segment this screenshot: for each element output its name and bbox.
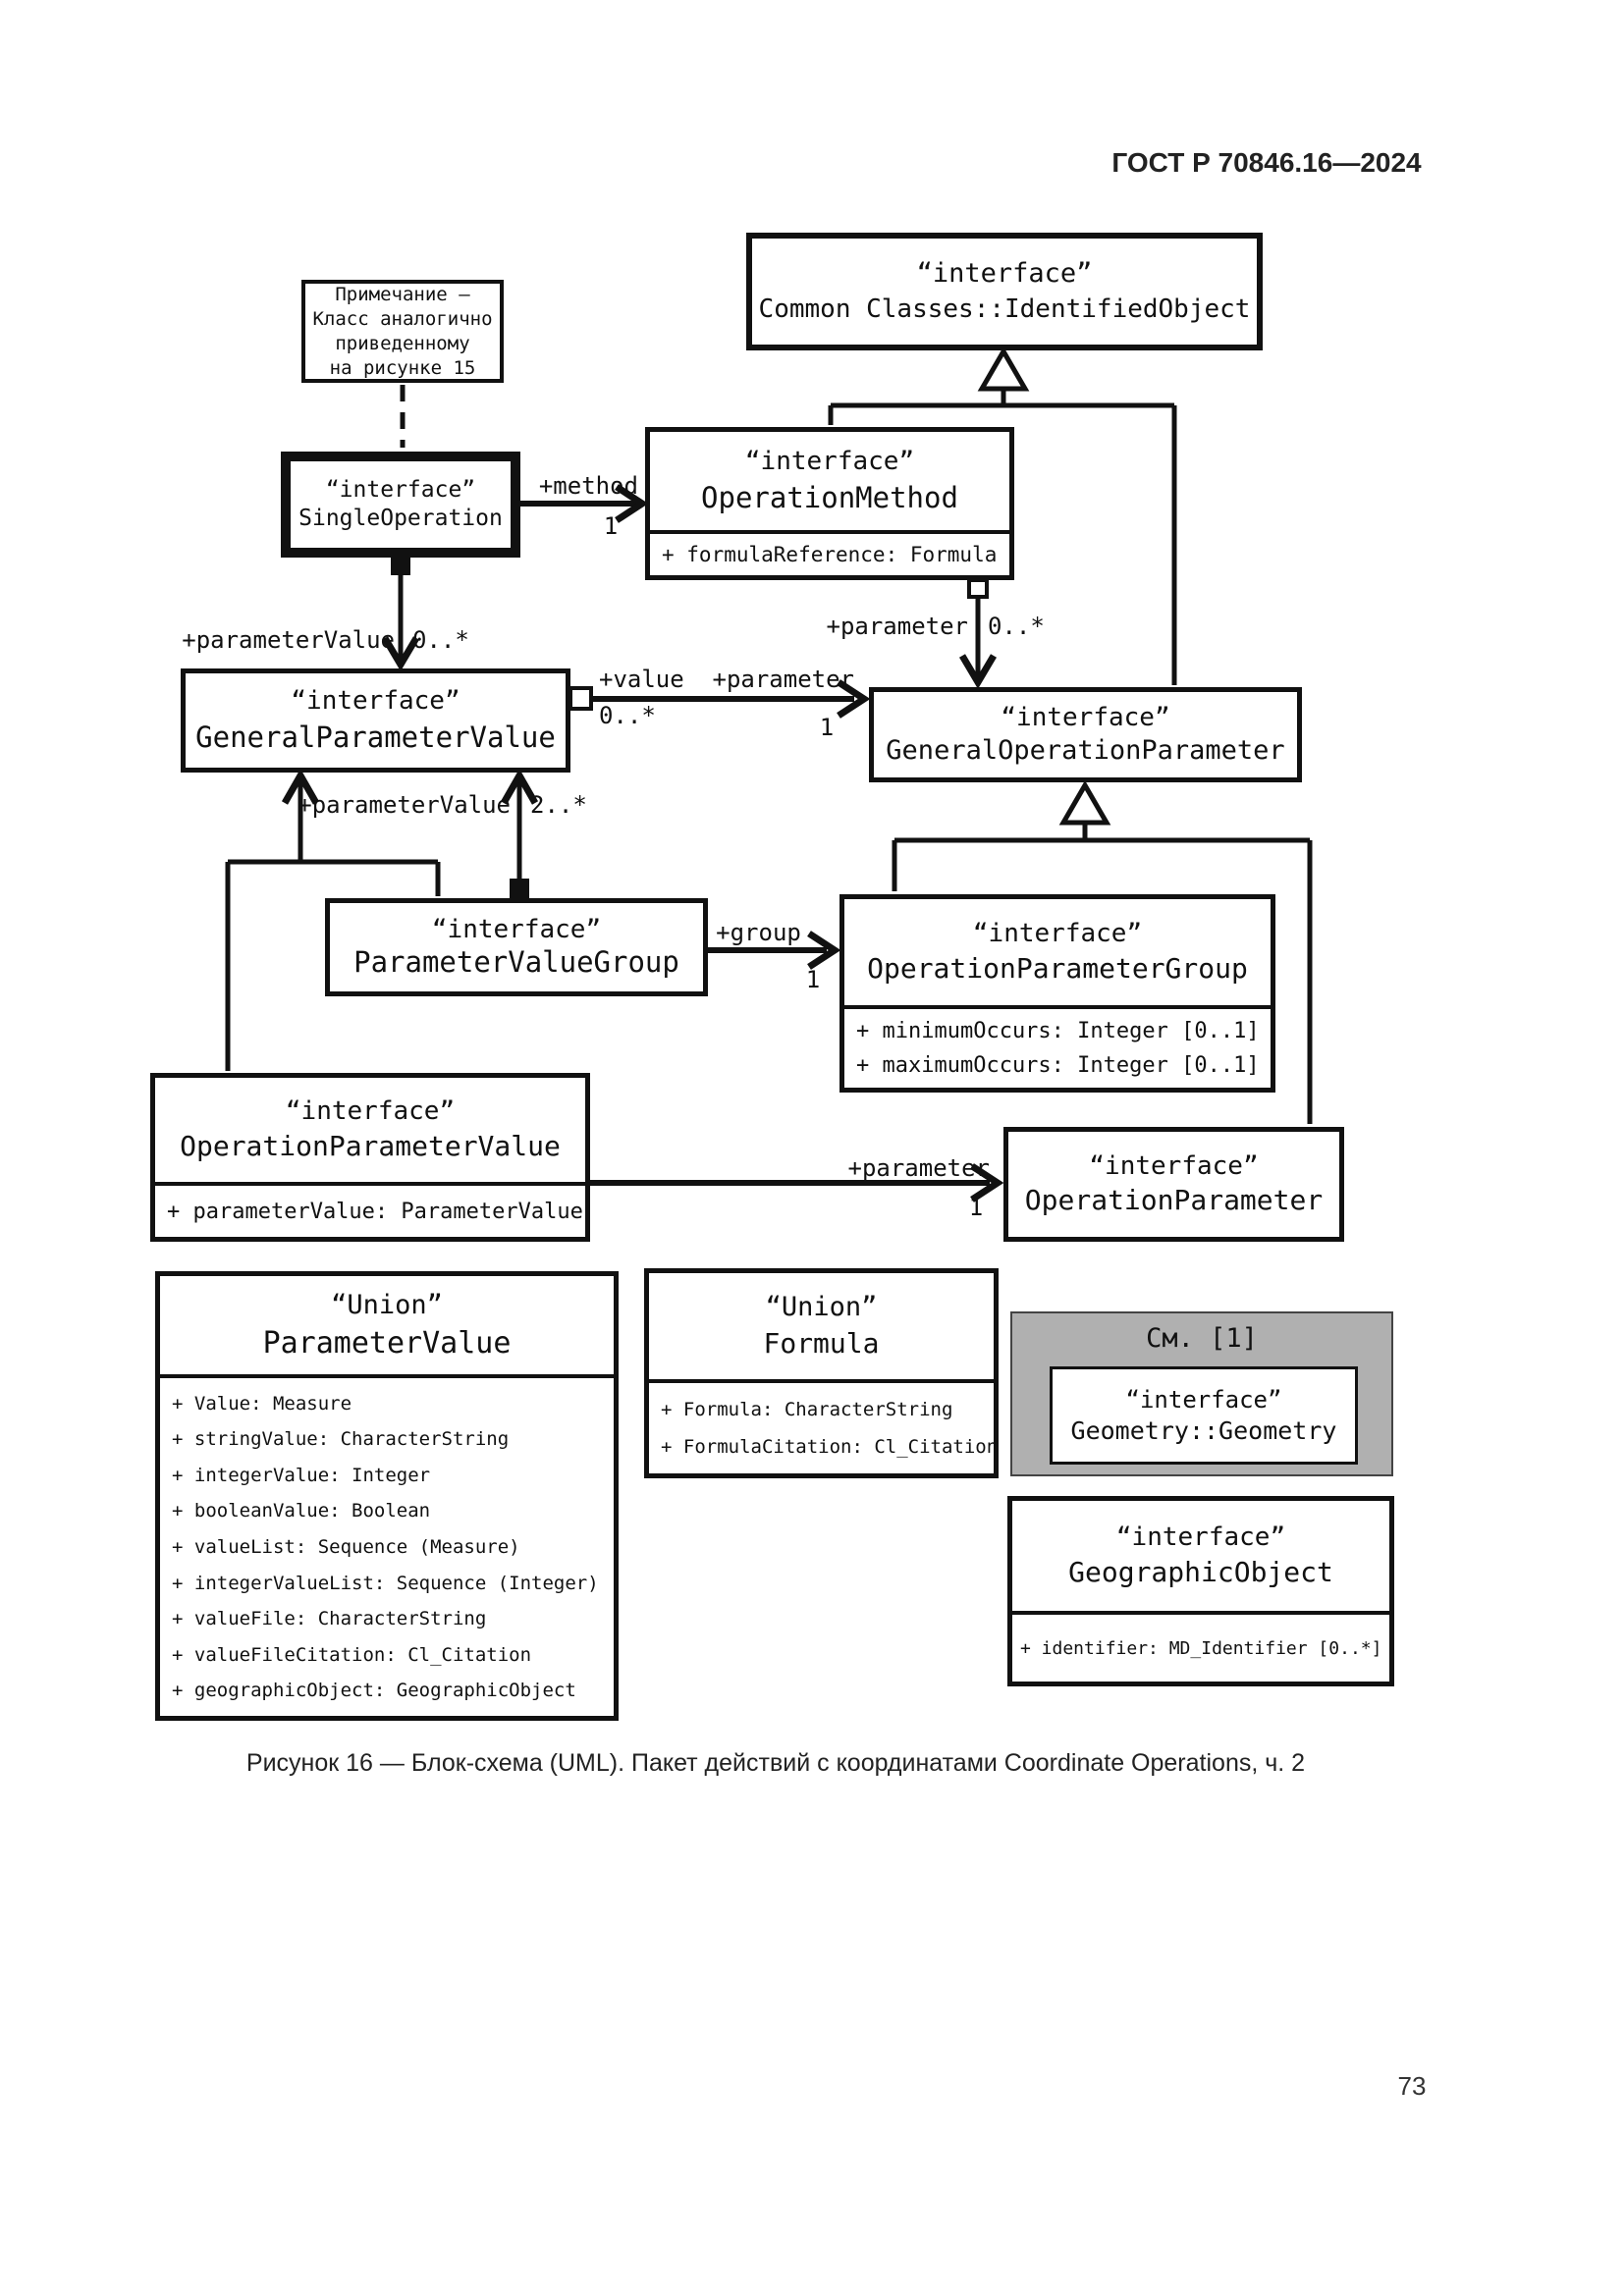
class-identified-object: “interface” Common Classes::IdentifiedOb… [746, 233, 1263, 350]
class-union-formula: “Union” Formula + Formula: CharacterStri… [644, 1268, 999, 1478]
class-geographic-object: “interface” GeographicObject + identifie… [1007, 1496, 1394, 1686]
attribute-row: + Value: Measure [172, 1392, 352, 1415]
assoc-value-parameter-line [568, 679, 871, 719]
class-name: GeneralOperationParameter [886, 734, 1285, 766]
class-name: GeneralParameterValue [195, 720, 556, 754]
assoc-role-label: +parameterValue [298, 791, 511, 819]
class-name: Geometry::Geometry [1070, 1415, 1337, 1445]
note-line: на рисунке 15 [329, 356, 476, 379]
assoc-multiplicity-label: 2..* [530, 791, 587, 819]
class-operation-method: “interface” OperationMethod + formulaRef… [645, 427, 1014, 580]
class-name: OperationParameter [1024, 1183, 1324, 1216]
stereotype: “interface” [916, 258, 1093, 290]
assoc-role-label: +value [599, 666, 684, 693]
attribute-compartment: + parameterValue: ParameterValue [155, 1182, 585, 1237]
stereotype: “interface” [972, 918, 1143, 948]
note-line: приведенному [335, 332, 470, 354]
generalization-identified-object-line [828, 347, 1177, 685]
assoc-role-label: +parameterValue [182, 626, 395, 654]
class-name: Common Classes::IdentifiedObject [758, 294, 1251, 325]
note-line: Класс аналогично [312, 307, 493, 330]
class-parameter-value-group: “interface” ParameterValueGroup [325, 898, 708, 996]
class-operation-parameter-group: “interface” OperationParameterGroup + mi… [839, 894, 1275, 1093]
class-name: OperationMethod [701, 480, 958, 514]
assoc-role-label: +method [538, 472, 638, 500]
assoc-role-label: +parameter [712, 666, 855, 693]
attribute-row: + maximumOccurs: Integer [0..1] [856, 1053, 1260, 1078]
assoc-role-label: +parameter [847, 1154, 991, 1182]
stereotype: “interface” [285, 1095, 456, 1126]
attribute-row: + geographicObject: GeographicObject [172, 1680, 576, 1702]
assoc-pvg-parameter-value-line [500, 768, 539, 898]
attribute-compartment: + formulaReference: Formula [650, 530, 1009, 575]
page-header: ГОСТ Р 70846.16—2024 [1111, 147, 1422, 178]
class-general-parameter-value: “interface” GeneralParameterValue [181, 668, 570, 773]
assoc-method-parameter-line [958, 578, 998, 689]
stereotype: “interface” [744, 447, 915, 477]
page-number: 73 [1397, 2071, 1427, 2101]
assoc-multiplicity-label: 1 [805, 966, 821, 993]
stereotype: “Union” [765, 1292, 878, 1323]
attribute-compartment: + identifier: MD_Identifier [0..*] [1012, 1611, 1389, 1682]
assoc-multiplicity-label: 0..* [988, 613, 1045, 640]
assoc-role-label: +group [716, 919, 801, 946]
geometry-reference-panel: См. [1] “interface” Geometry::Geometry [1010, 1311, 1393, 1476]
attribute-compartment: + minimumOccurs: Integer [0..1] + maximu… [844, 1005, 1271, 1088]
attribute-row: + integerValueList: Sequence (Integer) [172, 1572, 599, 1594]
attribute-compartment: + Value: Measure + stringValue: Characte… [160, 1374, 614, 1716]
assoc-multiplicity-label: 0..* [412, 626, 469, 654]
class-name: GeographicObject [1068, 1556, 1333, 1589]
assoc-single-operation-parameter-value-line [381, 556, 420, 671]
assoc-role-label: +parameter [826, 613, 969, 640]
see-reference-label: См. [1] [1146, 1323, 1258, 1354]
class-name: ParameterValue [262, 1325, 512, 1361]
assoc-multiplicity-label: 1 [819, 714, 835, 741]
attribute-row: + stringValue: CharacterString [172, 1428, 510, 1451]
assoc-multiplicity-label: 0..* [599, 702, 656, 729]
class-name: OperationParameterValue [180, 1130, 561, 1163]
assoc-method-line [520, 484, 649, 523]
stereotype: “interface” [1115, 1522, 1286, 1552]
stereotype: “interface” [1001, 703, 1170, 733]
attribute-row: + integerValue: Integer [172, 1464, 431, 1486]
generalization-general-operation-parameter-line [892, 780, 1313, 1124]
attribute-row: + formulaReference: Formula [662, 543, 998, 566]
class-operation-parameter: “interface” OperationParameter [1003, 1127, 1344, 1242]
class-name: ParameterValueGroup [353, 945, 679, 980]
attribute-row: + booleanValue: Boolean [172, 1500, 431, 1522]
stereotype: “interface” [1089, 1151, 1259, 1182]
attribute-row: + FormulaCitation: Cl_Citation [661, 1436, 999, 1458]
class-operation-parameter-value: “interface” OperationParameterValue + pa… [150, 1073, 590, 1242]
attribute-row: + valueFileCitation: Cl_Citation [172, 1643, 532, 1666]
generalization-general-parameter-value-line [225, 768, 441, 1071]
stereotype: “interface” [325, 476, 476, 503]
class-name: OperationParameterGroup [867, 952, 1248, 986]
stereotype: “interface” [291, 686, 460, 717]
attribute-row: + valueList: Sequence (Measure) [172, 1535, 520, 1558]
stereotype: “interface” [431, 914, 602, 944]
attribute-row: + valueFile: CharacterString [172, 1608, 487, 1630]
class-single-operation: “interface” SingleOperation [281, 452, 520, 558]
class-name: SingleOperation [298, 506, 503, 531]
figure-caption: Рисунок 16 — Блок-схема (UML). Пакет дей… [245, 1749, 1306, 1777]
note-line: Примечание — [335, 283, 470, 305]
class-geometry: “interface” Geometry::Geometry [1050, 1366, 1358, 1465]
assoc-multiplicity-label: 1 [968, 1194, 984, 1221]
class-general-operation-parameter: “interface” GeneralOperationParameter [869, 687, 1302, 782]
class-union-parameter-value: “Union” ParameterValue + Value: Measure … [155, 1271, 619, 1721]
assoc-opv-parameter-line [590, 1163, 1004, 1202]
stereotype: “interface” [1125, 1385, 1282, 1414]
attribute-row: + identifier: MD_Identifier [0..*] [1020, 1637, 1382, 1659]
assoc-group-line [708, 931, 841, 970]
attribute-row: + parameterValue: ParameterValue [167, 1199, 583, 1224]
stereotype: “Union” [331, 1290, 443, 1321]
attribute-row: + Formula: CharacterString [661, 1399, 953, 1420]
note-box: Примечание — Класс аналогично приведенно… [301, 280, 504, 383]
attribute-compartment: + Formula: CharacterString + FormulaCita… [649, 1379, 999, 1473]
assoc-multiplicity-label: 1 [603, 512, 619, 540]
attribute-row: + minimumOccurs: Integer [0..1] [856, 1019, 1260, 1043]
class-name: Formula [763, 1326, 880, 1360]
